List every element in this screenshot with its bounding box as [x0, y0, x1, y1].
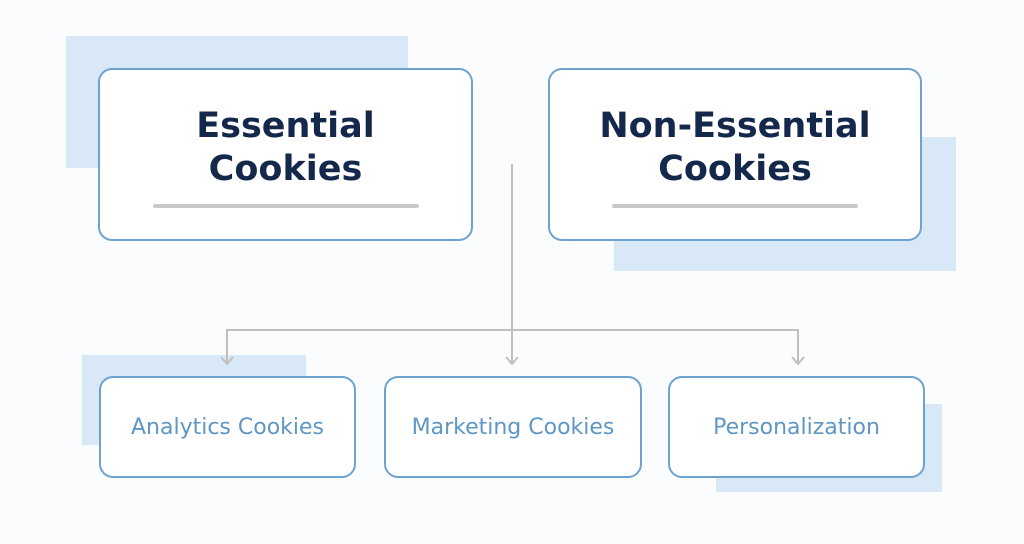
non-essential-divider	[612, 204, 858, 208]
personalization-box[interactable]: Personalization	[668, 376, 925, 478]
non-essential-cookies-box[interactable]: Non-Essential Cookies	[548, 68, 922, 241]
essential-cookies-title: Essential Cookies	[196, 105, 375, 189]
personalization-label: Personalization	[713, 414, 880, 440]
non-essential-cookies-title: Non-Essential Cookies	[599, 105, 871, 189]
marketing-cookies-label: Marketing Cookies	[411, 414, 615, 440]
essential-cookies-box[interactable]: Essential Cookies	[98, 68, 473, 241]
marketing-cookies-box[interactable]: Marketing Cookies	[384, 376, 642, 478]
essential-divider	[153, 204, 419, 208]
analytics-cookies-label: Analytics Cookies	[130, 414, 325, 440]
analytics-cookies-box[interactable]: Analytics Cookies	[99, 376, 356, 478]
